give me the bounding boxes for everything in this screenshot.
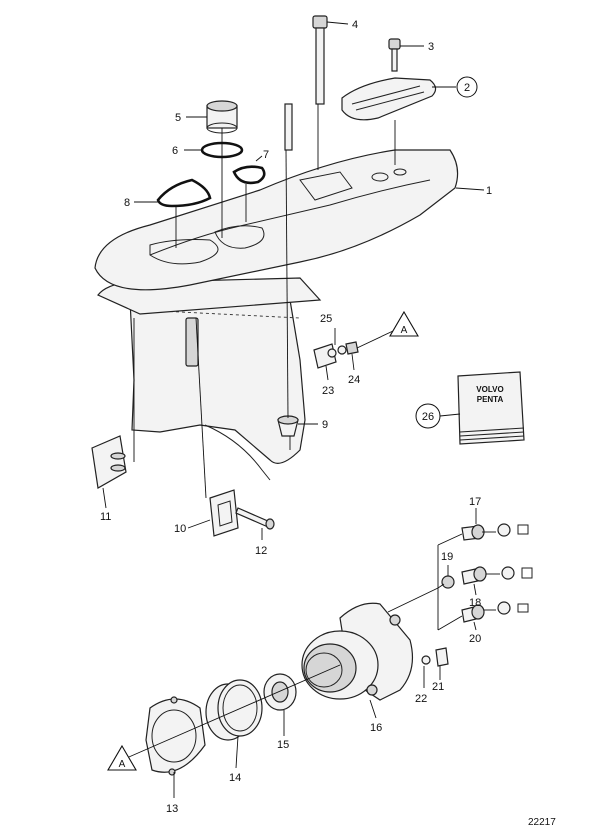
manual-brand-line1: VOLVO: [476, 385, 503, 394]
figure-number: 22217: [528, 817, 556, 826]
callout-24: 24: [348, 374, 360, 386]
callout-21: 21: [432, 681, 444, 693]
reference-mark-lower: A: [107, 744, 137, 771]
callout-1: 1: [486, 185, 492, 197]
cover-screw: [388, 38, 401, 72]
callout-13: 13: [166, 803, 178, 815]
callout-26-circle: [415, 403, 441, 429]
callout-2: 2: [464, 82, 470, 94]
callout-labels: 1 2 3 4 5 6 7 8 9 10 11 12 13 14 15 16 1…: [100, 19, 492, 815]
callout-5: 5: [175, 112, 181, 124]
callout-20: 20: [469, 633, 481, 645]
washer-nut-assembly: [313, 341, 359, 369]
callout-18: 18: [469, 597, 481, 609]
side-anode: [209, 489, 239, 537]
callout-15: 15: [277, 739, 289, 751]
callout-19: 19: [441, 551, 453, 563]
callout-11: 11: [100, 511, 111, 523]
callout-16: 16: [370, 722, 382, 734]
leader-lines: [102, 21, 500, 798]
anode-block: [91, 435, 127, 489]
long-stud-bolt: [284, 15, 328, 151]
callout-14: 14: [229, 772, 241, 784]
callout-7: 7: [263, 149, 269, 161]
small-gasket: [232, 165, 266, 185]
callout-2-circle: [456, 76, 478, 98]
drain-plug: [277, 415, 299, 437]
callout-23: 23: [322, 385, 334, 397]
callout-22: 22: [415, 693, 427, 705]
large-gasket: [156, 178, 212, 208]
callout-26: 26: [422, 411, 434, 423]
gear-housing: [94, 149, 459, 481]
callout-8: 8: [124, 197, 130, 209]
reference-mark-upper-label: A: [401, 325, 408, 336]
callout-12: 12: [255, 545, 267, 557]
flange-gasket: [145, 696, 206, 776]
reference-mark-upper: A: [389, 310, 419, 337]
callout-3: 3: [428, 41, 434, 53]
bearing-ring: [205, 679, 263, 741]
cover-plate: [341, 77, 437, 121]
bolt-group: [421, 523, 533, 667]
bearing-housing: [301, 602, 413, 701]
callout-6: 6: [172, 145, 178, 157]
reference-mark-lower-label: A: [119, 759, 126, 770]
shaft-seal: [263, 673, 297, 711]
manual-brand-line2: PENTA: [477, 395, 504, 404]
anode-screw: [235, 507, 275, 530]
callout-25: 25: [320, 313, 332, 325]
callout-10: 10: [174, 523, 186, 535]
owners-manual: VOLVO PENTA: [457, 371, 525, 445]
callout-17: 17: [469, 496, 481, 508]
callout-4: 4: [352, 19, 358, 31]
callout-9: 9: [322, 419, 328, 431]
